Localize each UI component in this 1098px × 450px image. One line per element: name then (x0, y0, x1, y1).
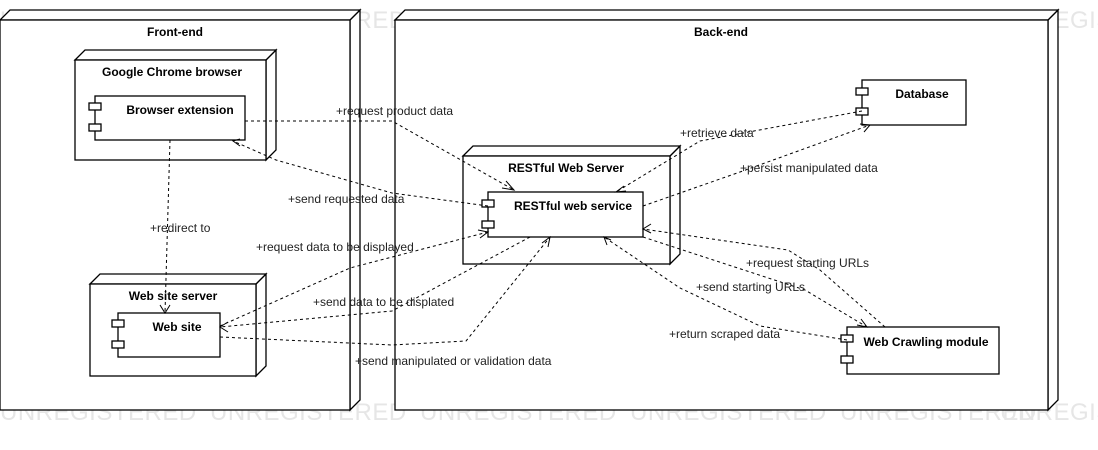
label-send-requested-data: +send requested data (288, 192, 405, 206)
label-persist-data: +persist manipulated data (740, 161, 878, 175)
edge-request-product-data[interactable] (245, 120, 515, 191)
edge-send-starting-urls[interactable] (642, 236, 868, 328)
edge-send-display-data[interactable] (219, 236, 531, 328)
frontend-node-title: Front-end (147, 25, 203, 39)
database-component[interactable]: Database (855, 79, 967, 126)
crawler-label: Web Crawling module (863, 335, 988, 349)
web-site-box (117, 312, 221, 358)
label-request-starting-urls: +request starting URLs (746, 256, 869, 270)
component-icon (111, 340, 125, 349)
label-request-product-data: +request product data (336, 104, 453, 118)
edge-persist-data[interactable] (642, 124, 871, 207)
label-send-starting-urls: +send starting URLs (696, 280, 805, 294)
label-request-display-data: +request data to be displayed (256, 240, 414, 254)
restful-server-title: RESTful Web Server (508, 161, 624, 175)
component-icon (88, 102, 102, 111)
edge-redirect-to[interactable] (164, 139, 171, 314)
edge-labels: +request product data +send requested da… (150, 104, 878, 368)
browser-extension-label: Browser extension (126, 103, 233, 117)
arrow-head (856, 318, 869, 328)
database-label: Database (895, 87, 949, 101)
component-icon (111, 319, 125, 328)
chrome-node-side (265, 48, 277, 162)
label-send-display-data: +send data to be displated (313, 295, 454, 309)
backend-node-side (1047, 8, 1059, 412)
frontend-node-top (0, 9, 362, 21)
component-icon (840, 334, 854, 343)
web-site-label: Web site (152, 320, 201, 334)
label-return-scraped-data: +return scraped data (669, 327, 780, 341)
backend-node-title: Back-end (694, 25, 748, 39)
website-server-title: Web site server (129, 289, 218, 303)
chrome-node-title: Google Chrome browser (102, 65, 242, 79)
restful-service-label: RESTful web service (514, 199, 632, 213)
crawler-box (846, 326, 1000, 375)
label-redirect-to: +redirect to (150, 221, 211, 235)
browser-extension-box (94, 95, 246, 141)
component-icon (481, 199, 495, 208)
edge-request-starting-urls[interactable] (642, 228, 886, 328)
arrow-head (219, 321, 229, 333)
arrow-head (603, 236, 612, 246)
frontend-node-side (349, 8, 361, 412)
website-server-top (88, 273, 268, 285)
label-send-manipulated-data: +send manipulated or validation data (355, 354, 552, 368)
arrow-head (231, 138, 241, 147)
database-box (861, 79, 967, 126)
web-site-component[interactable]: Web site (111, 312, 221, 358)
arrow-head (541, 235, 551, 248)
component-icon (481, 220, 495, 229)
crawler-component[interactable]: Web Crawling module (840, 326, 1000, 375)
browser-extension-component[interactable]: Browser extension (88, 95, 246, 141)
restful-service-component[interactable]: RESTful web service (481, 191, 644, 238)
dependency-edges (159, 110, 886, 346)
component-icon (88, 123, 102, 132)
restful-server-top (461, 145, 682, 157)
arrow-head (859, 123, 872, 133)
website-server-side (255, 272, 267, 378)
arrow-head (614, 185, 627, 193)
component-icon (840, 355, 854, 364)
restful-server-side (669, 144, 681, 266)
backend-node-top (393, 9, 1060, 21)
arrow-head (501, 180, 516, 191)
chrome-node-top (73, 49, 278, 61)
arrow-head (641, 223, 652, 234)
restful-service-box (487, 191, 644, 238)
component-icon (855, 87, 869, 96)
arrow-head (477, 229, 490, 239)
edge-return-scraped-data[interactable] (603, 236, 848, 341)
arrow-head (159, 304, 171, 314)
label-retrieve-data: +retrieve data (680, 126, 754, 140)
edge-retrieve-data[interactable] (615, 110, 863, 193)
edge-send-requested-data[interactable] (232, 140, 489, 207)
edge-send-manipulated-data[interactable] (219, 236, 551, 346)
